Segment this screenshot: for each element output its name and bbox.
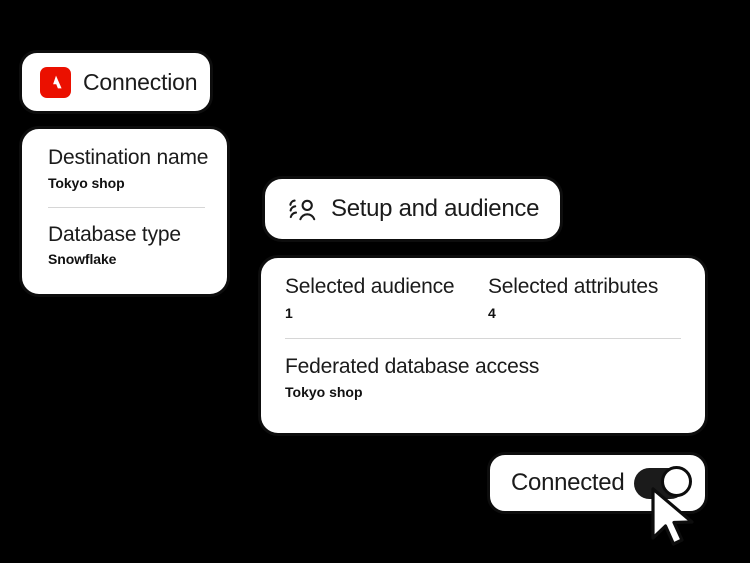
connection-chip-label: Connection [83, 68, 198, 95]
selected-attributes-value: 4 [488, 304, 496, 321]
connected-chip[interactable]: Connected [487, 452, 708, 514]
destination-name-field: Destination name Tokyo shop [48, 145, 209, 191]
stats-row: Selected audience 1 Selected attributes … [285, 274, 681, 321]
database-type-label: Database type [48, 222, 181, 246]
database-type-field: Database type Snowflake [48, 222, 205, 268]
database-type-value: Snowflake [48, 251, 117, 268]
setup-and-audience-label: Setup and audience [331, 195, 540, 222]
audience-icon [285, 195, 317, 223]
selected-attributes-label: Selected attributes [488, 275, 659, 298]
setup-and-audience-chip[interactable]: Setup and audience [262, 176, 563, 242]
connection-toggle[interactable] [634, 465, 692, 499]
toggle-knob [661, 465, 692, 497]
connected-label: Connected [511, 469, 625, 496]
federated-database-access-field: Federated database access Tokyo shop [285, 354, 681, 401]
destination-name-label: Destination name [48, 146, 209, 169]
federated-database-access-label: Federated database access [285, 354, 540, 378]
summary-card-divider [285, 337, 681, 339]
federated-database-access-value: Tokyo shop [285, 384, 363, 401]
adobe-logo-icon [40, 66, 71, 98]
selected-audience-stat: Selected audience 1 [285, 274, 488, 321]
destination-name-value: Tokyo shop [48, 174, 125, 191]
destination-card-divider [48, 206, 205, 208]
setup-summary-card: Selected audience 1 Selected attributes … [258, 255, 708, 436]
selected-audience-label: Selected audience [285, 275, 455, 298]
connection-chip[interactable]: Connection [19, 50, 213, 114]
destination-details-card: Destination name Tokyo shop Database typ… [19, 126, 230, 297]
selected-audience-value: 1 [285, 304, 293, 321]
selected-attributes-stat: Selected attributes 4 [488, 274, 681, 321]
